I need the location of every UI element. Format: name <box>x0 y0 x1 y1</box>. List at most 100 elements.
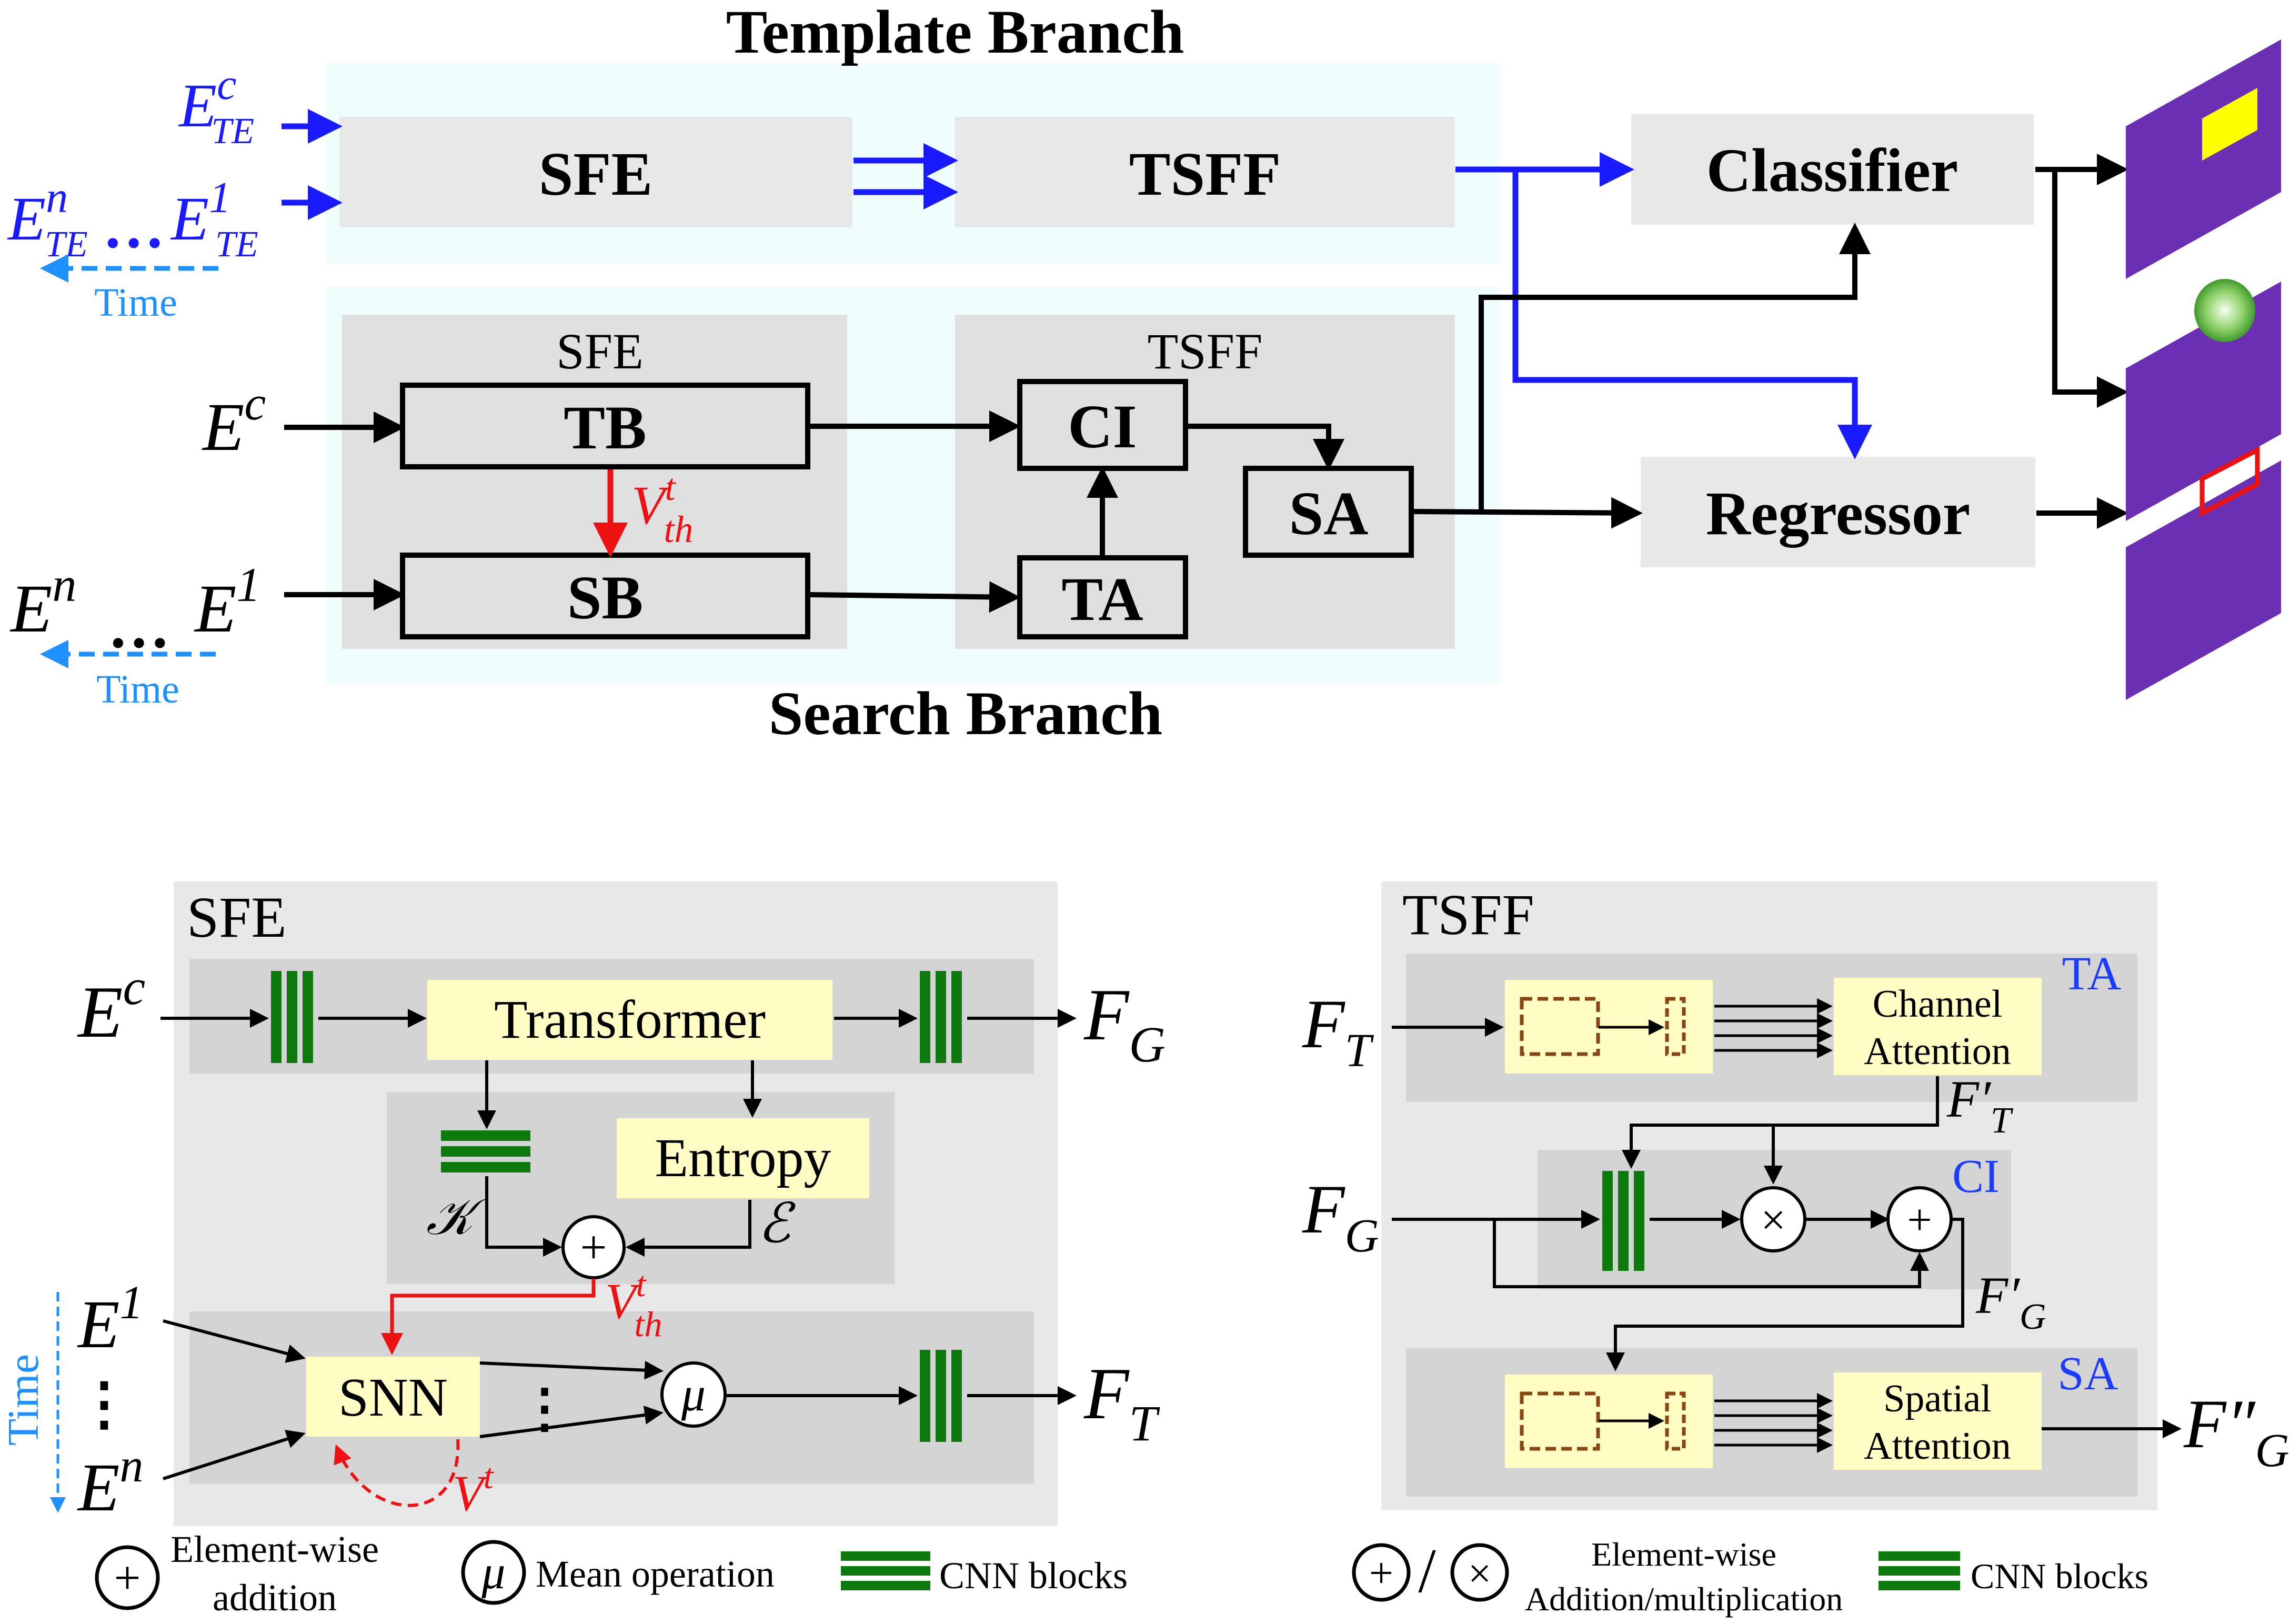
legend-add2-icon <box>1352 1543 1411 1602</box>
sfe-add-op <box>561 1215 626 1279</box>
ta-pool-small <box>1665 997 1686 1056</box>
sfe-add-symbol: + <box>580 1221 607 1274</box>
ta-pool-large <box>1520 997 1600 1056</box>
sa-pool-small <box>1665 1391 1686 1451</box>
e-plus-arrow <box>626 1200 751 1257</box>
sfe-detail-panel: SFE Ec Transformer FG Entropy 𝒦 ℰ + <box>0 881 1166 1526</box>
legend-add-symbol: + <box>114 1552 141 1604</box>
fg-skip-arrow <box>1493 1219 1929 1288</box>
classifier-out-arrow-2 <box>2052 169 2128 408</box>
snn-label: SNN <box>338 1367 448 1428</box>
search-branch-title: Search Branch <box>769 679 1162 748</box>
cnn-block-horizontal <box>441 1130 530 1172</box>
output-map-score <box>2126 282 2281 521</box>
search-time-label: Time <box>96 667 179 711</box>
sfe-input-en: En <box>77 1440 143 1526</box>
sb-ta-arrow <box>809 581 1021 613</box>
transformer-box <box>427 980 832 1060</box>
legend-cnn-icon <box>841 1551 930 1590</box>
search-sfe-title: SFE <box>556 323 643 379</box>
ci-add-symbol: + <box>1907 1196 1932 1245</box>
legend-cnn2-label: CNN blocks <box>1971 1556 2148 1596</box>
spatial-attention-label-2: Attention <box>1864 1425 2011 1468</box>
search-sfe-panel <box>342 315 847 649</box>
en-snn-arrow <box>163 1430 306 1480</box>
te-ellipsis: … <box>103 192 165 261</box>
tsff-cnn-block <box>1602 1171 1644 1271</box>
sfe-time-label: Time <box>0 1354 48 1446</box>
entropy-label: Entropy <box>655 1128 831 1188</box>
snn-box <box>306 1357 480 1437</box>
ft-prime-label: F′T <box>1946 1070 2014 1141</box>
legend-slash: / <box>1418 1536 1436 1606</box>
ta-fan-arrows <box>1714 998 1833 1058</box>
spatial-attention-box <box>1834 1372 2042 1470</box>
ci-mul-symbol: × <box>1761 1196 1785 1245</box>
ta-label: TA <box>1061 565 1143 634</box>
sb-label: SB <box>567 563 643 632</box>
legend-right: + / × Element-wise Addition/multiplicati… <box>1352 1536 2148 1618</box>
input-ec: Ec <box>202 376 266 465</box>
mean-op <box>660 1361 727 1428</box>
k-plus-arrow <box>485 1176 562 1257</box>
legend-cnn-label: CNN blocks <box>939 1555 1128 1597</box>
regressor-label: Regressor <box>1706 479 1970 548</box>
sa-label: SA <box>1289 479 1369 548</box>
template-sfe-label: SFE <box>539 139 652 208</box>
e-label: ℰ <box>758 1194 796 1254</box>
sfe-vdots-left: ⋮ <box>75 1372 133 1436</box>
sfe-output-fg: FG <box>1083 974 1166 1072</box>
legend-mul-symbol: × <box>1468 1550 1491 1596</box>
search-ellipsis: … <box>108 592 170 661</box>
template-sfe-box <box>339 117 852 227</box>
legend-mul-icon <box>1450 1543 1509 1602</box>
ta-tag: TA <box>2062 948 2122 1000</box>
fg-prime-line <box>1606 1218 1964 1371</box>
te-time-label: Time <box>94 280 177 325</box>
classifier-label: Classifier <box>1706 136 1958 205</box>
ci-add-op <box>1886 1186 1953 1252</box>
tb-label: TB <box>564 393 646 462</box>
ci-mul-op <box>1740 1186 1806 1252</box>
snn-mu-arrow-2 <box>479 1406 664 1438</box>
transformer-label: Transformer <box>494 989 766 1050</box>
cnn-block-2 <box>920 971 962 1063</box>
legend-add2-symbol: + <box>1369 1549 1393 1597</box>
legend-mean-icon <box>461 1540 526 1605</box>
template-branch-title: Template Branch <box>726 0 1184 66</box>
ft-prime-line <box>1622 1076 1939 1169</box>
e1-snn-arrow <box>163 1319 306 1363</box>
search-tsff-title: TSFF <box>1148 323 1263 379</box>
sfe-detail-title: SFE <box>187 885 287 949</box>
mean-symbol: μ <box>681 1367 706 1421</box>
sfe-input-ec: Ec <box>77 959 145 1053</box>
tsff-input-ft: FT <box>1302 985 1374 1077</box>
template-tsff-box <box>955 117 1455 227</box>
legend-mean-label: Mean operation <box>536 1553 775 1595</box>
sa-regressor-arrow <box>1412 497 1643 529</box>
channel-attention-label-2: Attention <box>1864 1030 2011 1073</box>
spatial-attention-label-1: Spatial <box>1883 1377 1992 1420</box>
legend-mean-symbol: μ <box>481 1547 505 1599</box>
ci-sa-arrow <box>1187 424 1344 470</box>
entropy-box <box>617 1118 869 1198</box>
sa-pool-large <box>1520 1391 1600 1451</box>
search-tsff-panel <box>955 315 1455 649</box>
sfe-output-ft: FT <box>1083 1353 1161 1451</box>
plus-snn-vth-arrow <box>381 1279 596 1355</box>
cnn-block-3 <box>920 1350 962 1442</box>
regressor-box <box>1641 457 2035 567</box>
channel-attention-box <box>1834 978 2042 1075</box>
sfe-input-e1: E1 <box>77 1277 143 1362</box>
template-tsff-label: TSFF <box>1129 139 1281 208</box>
sa-fan-arrows <box>1714 1393 1833 1453</box>
legend-addmul-label-1: Element-wise <box>1591 1536 1776 1573</box>
vt-feedback-loop <box>334 1439 460 1507</box>
legend-add-label-1: Element-wise <box>170 1528 379 1570</box>
output-score-blob <box>2194 279 2255 342</box>
output-class-target <box>2202 88 2257 161</box>
